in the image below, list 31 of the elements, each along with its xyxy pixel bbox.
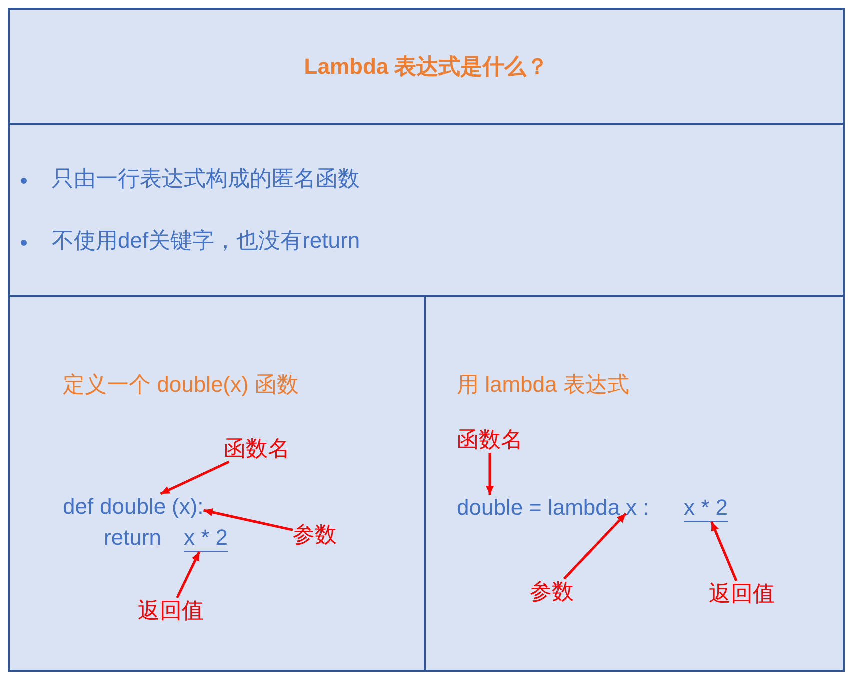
leader-arrow (710, 522, 738, 582)
callout-label: 参数 (293, 522, 337, 548)
code-text: x (626, 495, 637, 521)
title: Lambda 表达式是什么？ (304, 54, 549, 80)
code-text: return (104, 525, 162, 551)
code-text: x * 2 (184, 525, 228, 552)
title-band (8, 8, 845, 125)
bullet-text: 只由一行表达式构成的匿名函数 (52, 166, 360, 192)
code-text: = lambda (529, 495, 620, 521)
panel-heading: 定义一个 double(x) 函数 (63, 372, 299, 398)
callout-label: 函数名 (224, 436, 290, 462)
code-text: double (100, 494, 166, 520)
callout-label: 参数 (530, 579, 574, 605)
example-panel (8, 295, 426, 672)
code-text: (x): (172, 494, 204, 520)
leader-arrow (160, 460, 230, 496)
bullet-panel (8, 123, 845, 297)
callout-label: 函数名 (457, 427, 523, 453)
leader-arrow (563, 512, 627, 580)
callout-label: 返回值 (138, 598, 204, 624)
example-panel (424, 295, 845, 672)
code-text: double (457, 495, 524, 521)
code-text: def (63, 494, 94, 520)
callout-label: 返回值 (709, 581, 775, 607)
leader-arrow (486, 453, 494, 495)
leader-arrow (204, 508, 294, 532)
bullet-text: 不使用def关键字，也没有return (52, 228, 360, 254)
code-text: x * 2 (684, 495, 728, 522)
leader-arrow (176, 551, 201, 599)
panel-heading: 用 lambda 表达式 (457, 372, 630, 398)
code-text: : (643, 495, 650, 521)
